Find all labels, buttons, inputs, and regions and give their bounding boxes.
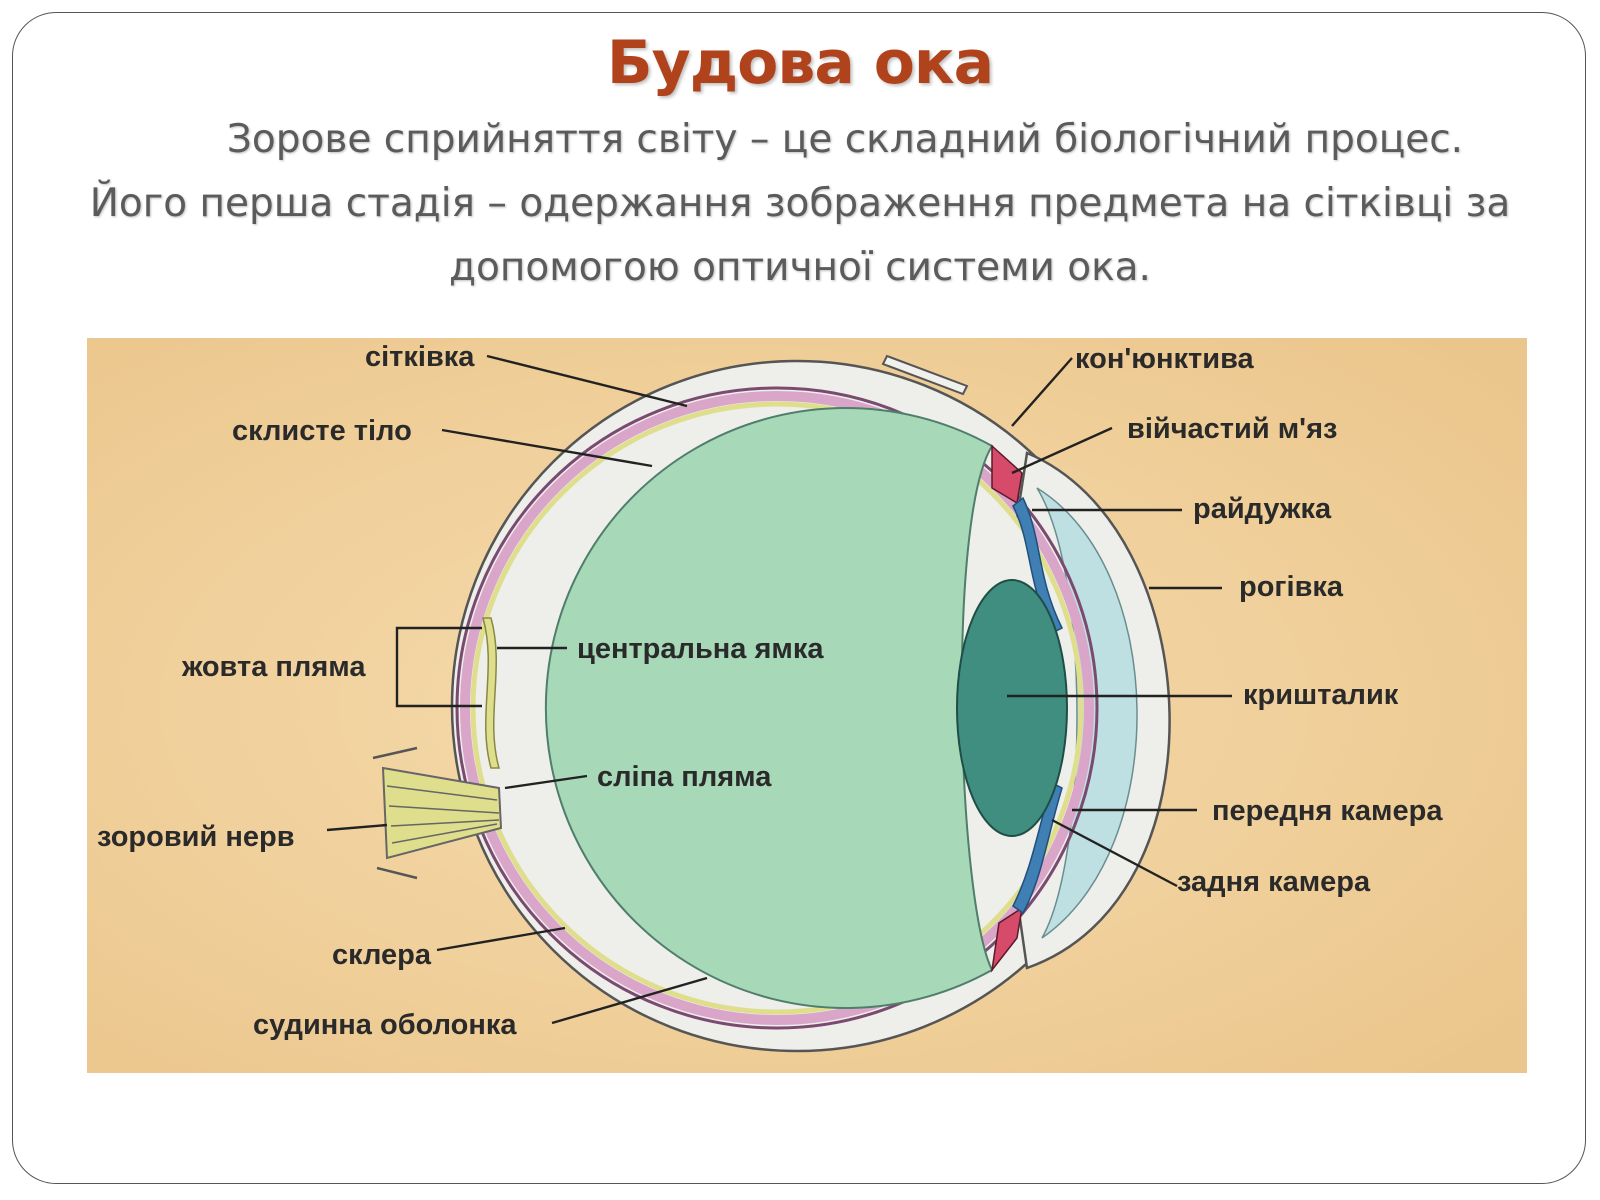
- label-retina: сітківка: [365, 341, 475, 373]
- posterior-chamber-leader: [1051, 818, 1178, 888]
- slide-title: Будова ока: [606, 28, 994, 98]
- intro-text: Зорове сприйняття світу – це складний бі…: [20, 108, 1580, 300]
- optic-nerve-leader: [326, 823, 388, 832]
- blind-spot-leader: [504, 774, 588, 790]
- macula-shape: [482, 617, 500, 769]
- sclera-leader: [436, 926, 566, 952]
- label-choroid: судинна оболонка: [253, 1009, 517, 1041]
- label-conjunctiva: кон'юнктива: [1075, 343, 1255, 375]
- conjunctiva-leader: [1011, 357, 1073, 427]
- retina-inner-layer: [470, 401, 1084, 1015]
- label-blind-spot: сліпа пляма: [597, 761, 772, 793]
- ciliary-muscle-leader: [1011, 426, 1113, 475]
- label-optic-nerve: зоровий нерв: [97, 821, 295, 853]
- label-cornea: рогівка: [1239, 571, 1344, 603]
- choroid-leader: [551, 976, 708, 1025]
- vitreous-body: [544, 407, 994, 1009]
- eye-diagram-svg: сітківка склисте тіло жовта пляма центра…: [87, 338, 1527, 1073]
- vitreous-leader: [441, 428, 653, 468]
- label-iris: райдужка: [1193, 493, 1332, 525]
- label-posterior-chamber: задня камера: [1177, 866, 1371, 898]
- iris-lower: [1012, 781, 1063, 915]
- label-sclera: склера: [332, 939, 432, 971]
- label-vitreous-body: склисте тіло: [232, 415, 412, 447]
- lens-shape: [956, 579, 1068, 837]
- label-fovea: центральна ямка: [577, 633, 824, 665]
- macula-bracket: [395, 626, 482, 708]
- intro-line-2: Його перша стадія – одержання зображення…: [89, 181, 1511, 226]
- upper-eyelid-fold: [881, 354, 969, 396]
- choroid-outer-line: [455, 386, 1099, 1030]
- intro-line-3: допомогою оптичної системи ока.: [449, 245, 1151, 290]
- optic-nerve-sheath: [372, 746, 418, 880]
- eye-diagram: сітківка склисте тіло жовта пляма центра…: [87, 338, 1527, 1073]
- intro-line-1: Зорове сприйняття світу – це складний бі…: [226, 117, 1464, 162]
- label-ciliary-muscle: війчастий м'яз: [1127, 413, 1337, 445]
- label-anterior-chamber: передня камера: [1212, 795, 1443, 827]
- optic-nerve-fibers: [386, 785, 500, 844]
- retina-leader: [486, 354, 688, 408]
- label-macula: жовта пляма: [181, 651, 366, 683]
- optic-nerve-shape: [381, 766, 503, 860]
- label-lens: кришталик: [1243, 679, 1399, 711]
- retina-layer: [460, 391, 1094, 1025]
